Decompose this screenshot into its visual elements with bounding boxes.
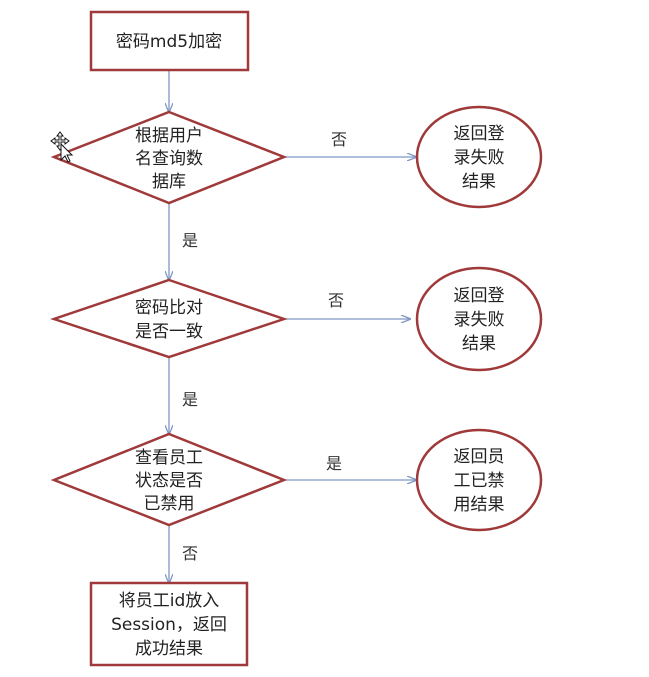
node-encrypt: 密码md5加密 [89,10,250,72]
node-check-status-line-3: 已禁用 [144,494,195,514]
node-fail-login-2-line-3: 结果 [462,334,496,354]
node-check-status-line-2: 状态是否 [135,471,203,491]
node-fail-login-2: 返回登 录失败 结果 [415,266,543,372]
node-fail-login-1-line-3: 结果 [462,172,496,192]
node-fail-login-1-line-2: 录失败 [454,148,505,168]
edge-label-compare-yes: 是 [182,390,198,409]
node-fail-login-1-line-1: 返回登 [454,124,505,144]
node-fail-login-2-line-2: 录失败 [454,310,505,330]
node-success: 将员工id放入 Session，返回 成功结果 [89,581,249,667]
node-success-line-2: Session，返回 [111,615,227,635]
edge-label-query-no: 否 [331,130,347,149]
edge-label-status-yes: 是 [326,454,342,473]
node-disabled-result: 返回员 工已禁 用结果 [415,428,543,532]
node-check-status: 查看员工 状态是否 已禁用 [50,432,288,527]
node-disabled-result-line-2: 工已禁 [454,471,505,491]
node-compare-pwd-line-1: 密码比对 [135,298,203,318]
node-query-db-line-1: 根据用户 [135,126,203,146]
move-cursor-icon [50,131,74,163]
node-fail-login-1: 返回登 录失败 结果 [415,105,543,209]
node-success-line-3: 成功结果 [135,639,203,659]
node-success-line-1: 将员工id放入 [119,591,220,611]
node-query-db-line-2: 名查询数 [135,149,203,169]
node-disabled-result-line-3: 用结果 [454,495,505,515]
node-check-status-line-1: 查看员工 [135,448,203,468]
node-fail-login-2-line-1: 返回登 [454,286,505,306]
edge-label-status-no: 否 [182,544,198,563]
edge-label-query-yes: 是 [182,231,198,250]
node-query-db-line-3: 据库 [152,172,186,192]
node-disabled-result-line-1: 返回员 [454,447,505,467]
node-query-db: 根据用户 名查询数 据库 [50,110,288,205]
node-compare-pwd-line-2: 是否一致 [135,322,203,342]
edge-label-compare-no: 否 [328,291,344,310]
node-encrypt-line-1: 密码md5加密 [116,32,222,52]
node-compare-pwd: 密码比对 是否一致 [50,278,288,359]
